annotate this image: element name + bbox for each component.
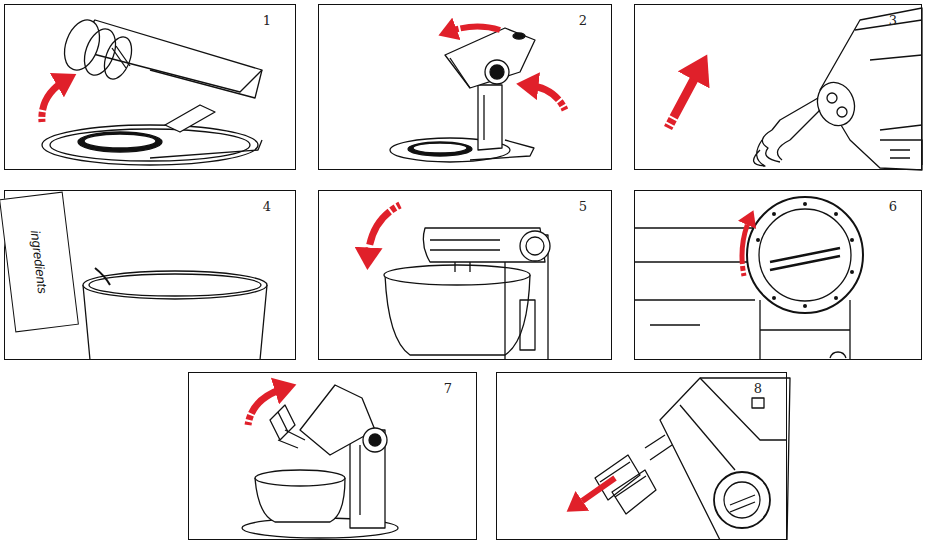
speed-knob bbox=[634, 197, 863, 360]
step-number: 2 bbox=[579, 13, 587, 28]
red-arrow bbox=[528, 85, 565, 110]
step-panel: 1 bbox=[4, 4, 296, 170]
red-arrow bbox=[742, 218, 750, 276]
step-number: 3 bbox=[889, 13, 897, 28]
step-panel: 5 bbox=[318, 190, 612, 360]
red-arrow bbox=[668, 68, 700, 128]
ingredients-card: ingredients bbox=[0, 192, 79, 333]
mixer-with-bowl bbox=[384, 228, 550, 360]
step-number: 1 bbox=[263, 13, 271, 28]
step-panel: 6 bbox=[634, 190, 922, 360]
red-arrow bbox=[448, 26, 500, 32]
red-arrow bbox=[42, 80, 66, 122]
mixer-head-closeup bbox=[754, 8, 922, 170]
step-panel: 2 bbox=[318, 4, 612, 170]
step-number: 5 bbox=[579, 199, 587, 214]
mixer-eject bbox=[595, 378, 790, 540]
step-number: 7 bbox=[444, 381, 452, 396]
mixer-head-raised bbox=[242, 385, 398, 538]
red-arrow bbox=[575, 478, 615, 506]
upright-mixer bbox=[390, 28, 535, 162]
folded-mixer bbox=[42, 15, 262, 165]
step-panel: 8 bbox=[496, 372, 787, 540]
step-panel: 4 ingredients bbox=[4, 190, 296, 360]
step-panel: 7 bbox=[188, 372, 477, 540]
mixing-bowl bbox=[83, 268, 267, 360]
step-panel: 3 bbox=[634, 4, 922, 170]
step-number: 6 bbox=[889, 199, 897, 214]
card-label: ingredients bbox=[28, 230, 51, 295]
step-number: 4 bbox=[263, 199, 271, 214]
step-number: 8 bbox=[754, 381, 762, 396]
red-arrow bbox=[368, 205, 400, 258]
red-arrow bbox=[248, 388, 285, 425]
